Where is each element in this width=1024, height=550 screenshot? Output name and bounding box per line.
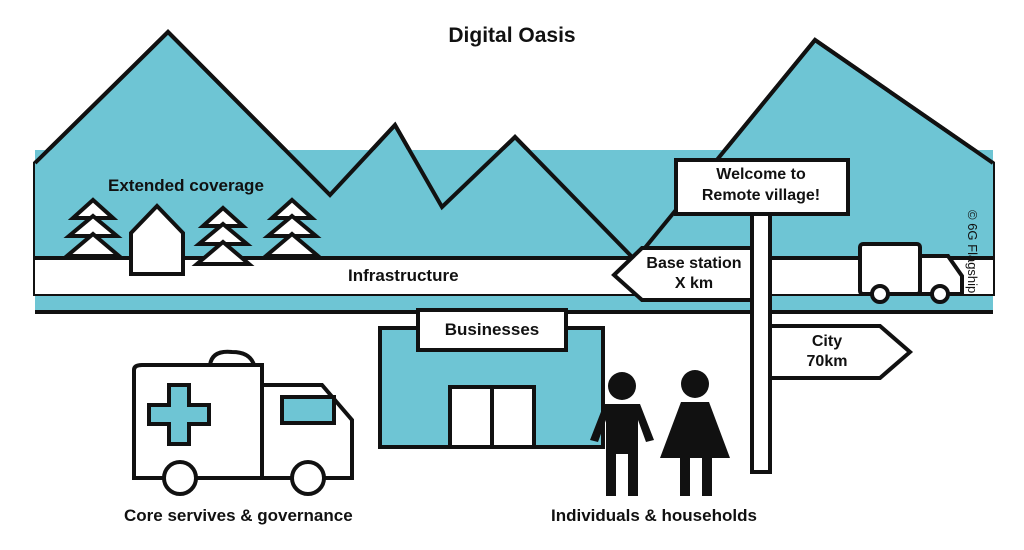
medical-cross-icon — [147, 383, 211, 446]
tree-icon — [61, 197, 125, 258]
person-icon — [590, 372, 654, 496]
base-line-2: X km — [674, 275, 714, 292]
city-line-2: 70km — [806, 353, 848, 370]
house-icon — [129, 203, 185, 276]
city-sign — [768, 324, 914, 380]
copyright-label: © 6G Flagship — [965, 210, 980, 294]
signpost-pole — [750, 208, 772, 474]
page-title: Digital Oasis — [448, 24, 576, 47]
mountain-outline — [33, 29, 995, 263]
extended-coverage-label: Extended coverage — [108, 176, 264, 195]
tree-icon — [260, 197, 324, 258]
businesses-label: Businesses — [444, 320, 540, 339]
businesses-sign — [416, 308, 568, 352]
base-station-sign-text: Base station X km — [636, 254, 752, 294]
base-line-1: Base station — [646, 255, 742, 272]
tree-icon — [191, 205, 255, 266]
city-sign-text: City 70km — [774, 332, 880, 372]
person-icon — [660, 370, 730, 496]
welcome-sign — [674, 158, 850, 216]
truck-icon — [858, 242, 964, 304]
infrastructure-label: Infrastructure — [348, 266, 459, 285]
core-services-label: Core servives & governance — [124, 506, 353, 525]
welcome-line-2: Remote village! — [701, 187, 821, 204]
individuals-label: Individuals & households — [551, 506, 757, 525]
welcome-sign-text: Welcome to Remote village! — [676, 164, 846, 206]
city-line-1: City — [811, 333, 843, 350]
welcome-line-1: Welcome to — [716, 166, 806, 183]
base-station-sign — [611, 246, 754, 302]
